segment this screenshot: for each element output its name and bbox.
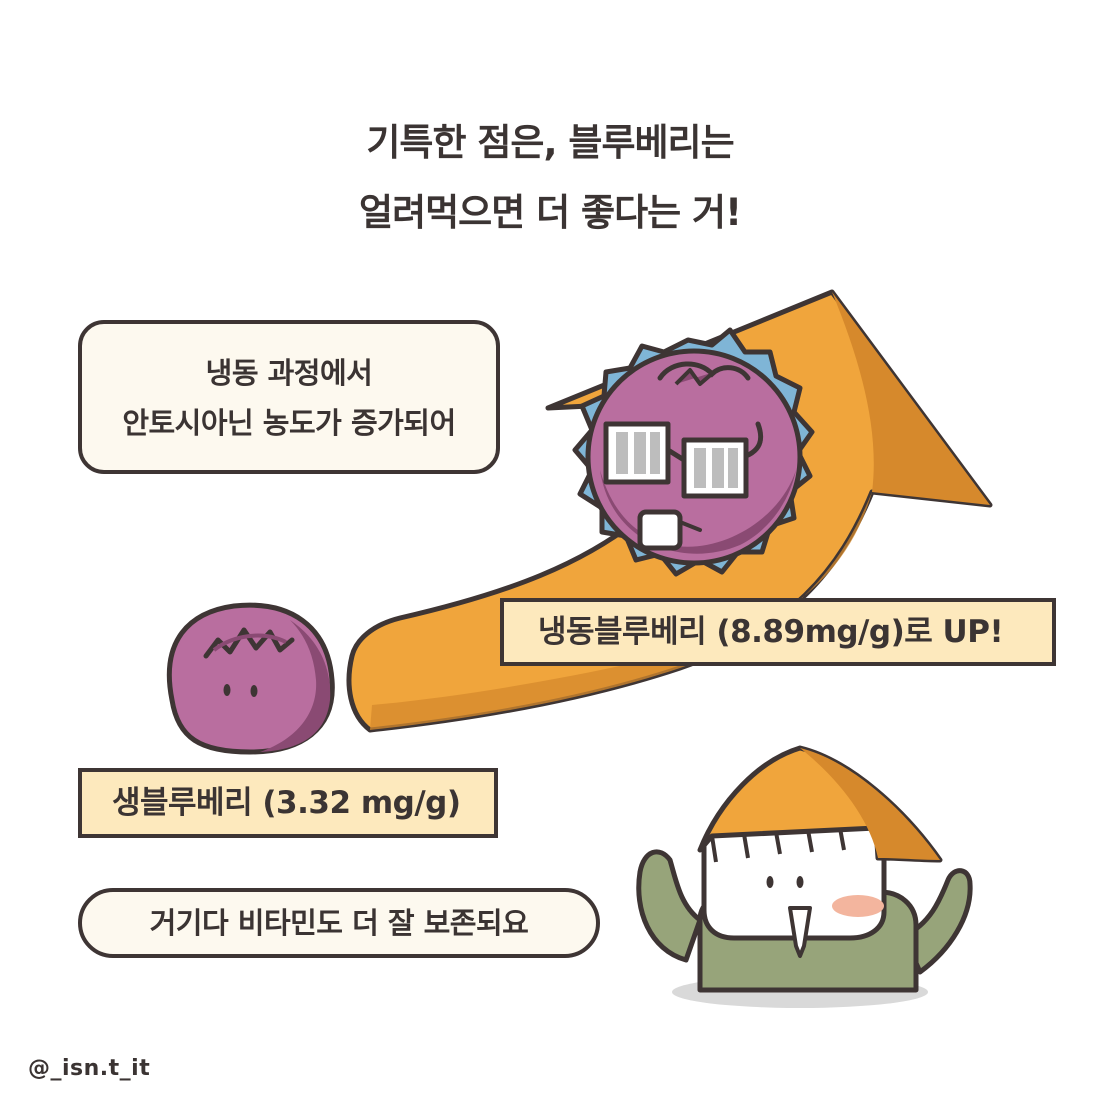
fresh-blueberry-icon [166,602,335,755]
freeze-bubble-line-2: 안토시아닌 농도가 증가되어 [122,406,456,440]
cactus-character-icon [636,745,973,1008]
vitamin-bubble: 거기다 비타민도 더 잘 보존되요 [78,888,600,958]
freeze-bubble-line-1: 냉동 과정에서 [205,356,373,390]
frozen-blueberry-icon [572,327,815,577]
headline: 기특한 점은, 블루베리는 얼려먹으면 더 좋다는 거! [0,108,1100,248]
frozen-blueberry-label: 냉동블루베리 (8.89mg/g)로 UP! [500,598,1056,666]
fresh-blueberry-label: 생블루베리 (3.32 mg/g) [78,768,498,838]
headline-line-2: 얼려먹으면 더 좋다는 거! [359,191,742,234]
freeze-process-bubble: 냉동 과정에서 안토시아닌 농도가 증가되어 [78,320,500,474]
headline-line-1: 기특한 점은, 블루베리는 [366,121,734,164]
author-credit: @_isn.t_it [28,1056,151,1081]
